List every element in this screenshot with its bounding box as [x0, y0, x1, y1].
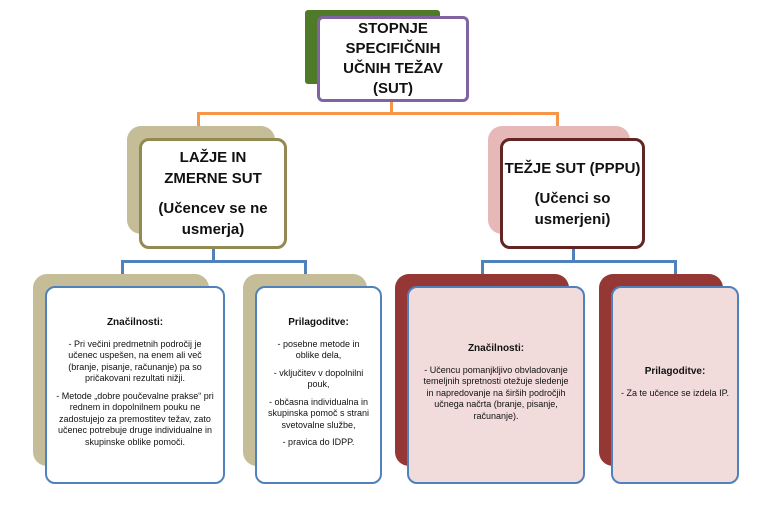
right-adaptations-node: Prilagoditve: - Za te učence se izdela I… — [611, 286, 739, 484]
left-branch-node: LAŽJE IN ZMERNE SUT (Učencev se ne usmer… — [139, 138, 287, 249]
connector-right-down — [556, 112, 559, 138]
connector-top-horizontal — [197, 112, 559, 115]
right-characteristics-node: Značilnosti: - Učencu pomanjkljivo obvla… — [407, 286, 585, 484]
left-characteristics-item-1: - Pri večini predmetnih področij je učen… — [68, 338, 202, 384]
connector-left-char-down — [121, 260, 124, 286]
right-branch-subtitle-1: (Učenci so — [534, 189, 611, 207]
left-adaptations-item-4: - pravica do IDPP. — [282, 437, 355, 447]
connector-right-bottom-down — [572, 247, 575, 262]
root-line-1: STOPNJE — [358, 20, 428, 37]
connector-left-bottom-horizontal — [121, 260, 307, 263]
left-characteristics-title: Značilnosti: — [106, 316, 164, 328]
right-branch-node: TEŽJE SUT (PPPU) (Učenci so usmerjeni) — [500, 138, 645, 249]
left-adaptations-item-2: - vključitev v dopolnilni pouk, — [273, 367, 364, 390]
left-adaptations-node: Prilagoditve: - posebne metode in oblike… — [255, 286, 382, 484]
root-node: STOPNJE SPECIFIČNIH UČNIH TEŽAV (SUT) — [317, 16, 469, 102]
connector-left-adapt-down — [304, 260, 307, 286]
left-adaptations-item-3: - občasna individualna in skupinska pomo… — [267, 396, 370, 430]
left-adaptations-title: Prilagoditve: — [288, 316, 349, 328]
left-branch-subtitle-2: usmerja) — [181, 221, 245, 238]
root-line-2: SPECIFIČNIH — [345, 40, 441, 57]
left-characteristics-node: Značilnosti: - Pri večini predmetnih pod… — [45, 286, 225, 484]
connector-root-down — [390, 100, 393, 114]
right-adaptations-title: Prilagoditve: — [644, 365, 706, 377]
right-branch-subtitle-2: usmerjeni) — [534, 210, 611, 228]
root-line-3: UČNIH TEŽAV — [343, 60, 443, 77]
connector-right-adapt-down — [674, 260, 677, 286]
right-adaptations-item-1: - Za te učence se izdela IP. — [621, 387, 729, 398]
right-characteristics-title: Značilnosti: — [467, 342, 525, 354]
connector-right-char-down — [481, 260, 484, 286]
root-line-4: (SUT) — [373, 80, 413, 97]
left-branch-title-1: LAŽJE IN — [179, 149, 247, 166]
connector-right-bottom-horizontal — [481, 260, 677, 263]
left-adaptations-item-1: - posebne metode in oblike dela, — [277, 338, 360, 361]
left-branch-subtitle-1: (Učencev se ne — [158, 200, 268, 217]
connector-left-bottom-down — [212, 247, 215, 262]
right-branch-title: TEŽJE SUT (PPPU) — [504, 159, 641, 177]
connector-left-down — [197, 112, 200, 138]
left-branch-title-2: ZMERNE SUT — [164, 170, 262, 187]
left-characteristics-item-2: - Metode „dobre poučevalne prakse“ pri r… — [56, 390, 214, 447]
right-characteristics-item-1: - Učencu pomanjkljivo obvladovanje temel… — [423, 364, 569, 421]
